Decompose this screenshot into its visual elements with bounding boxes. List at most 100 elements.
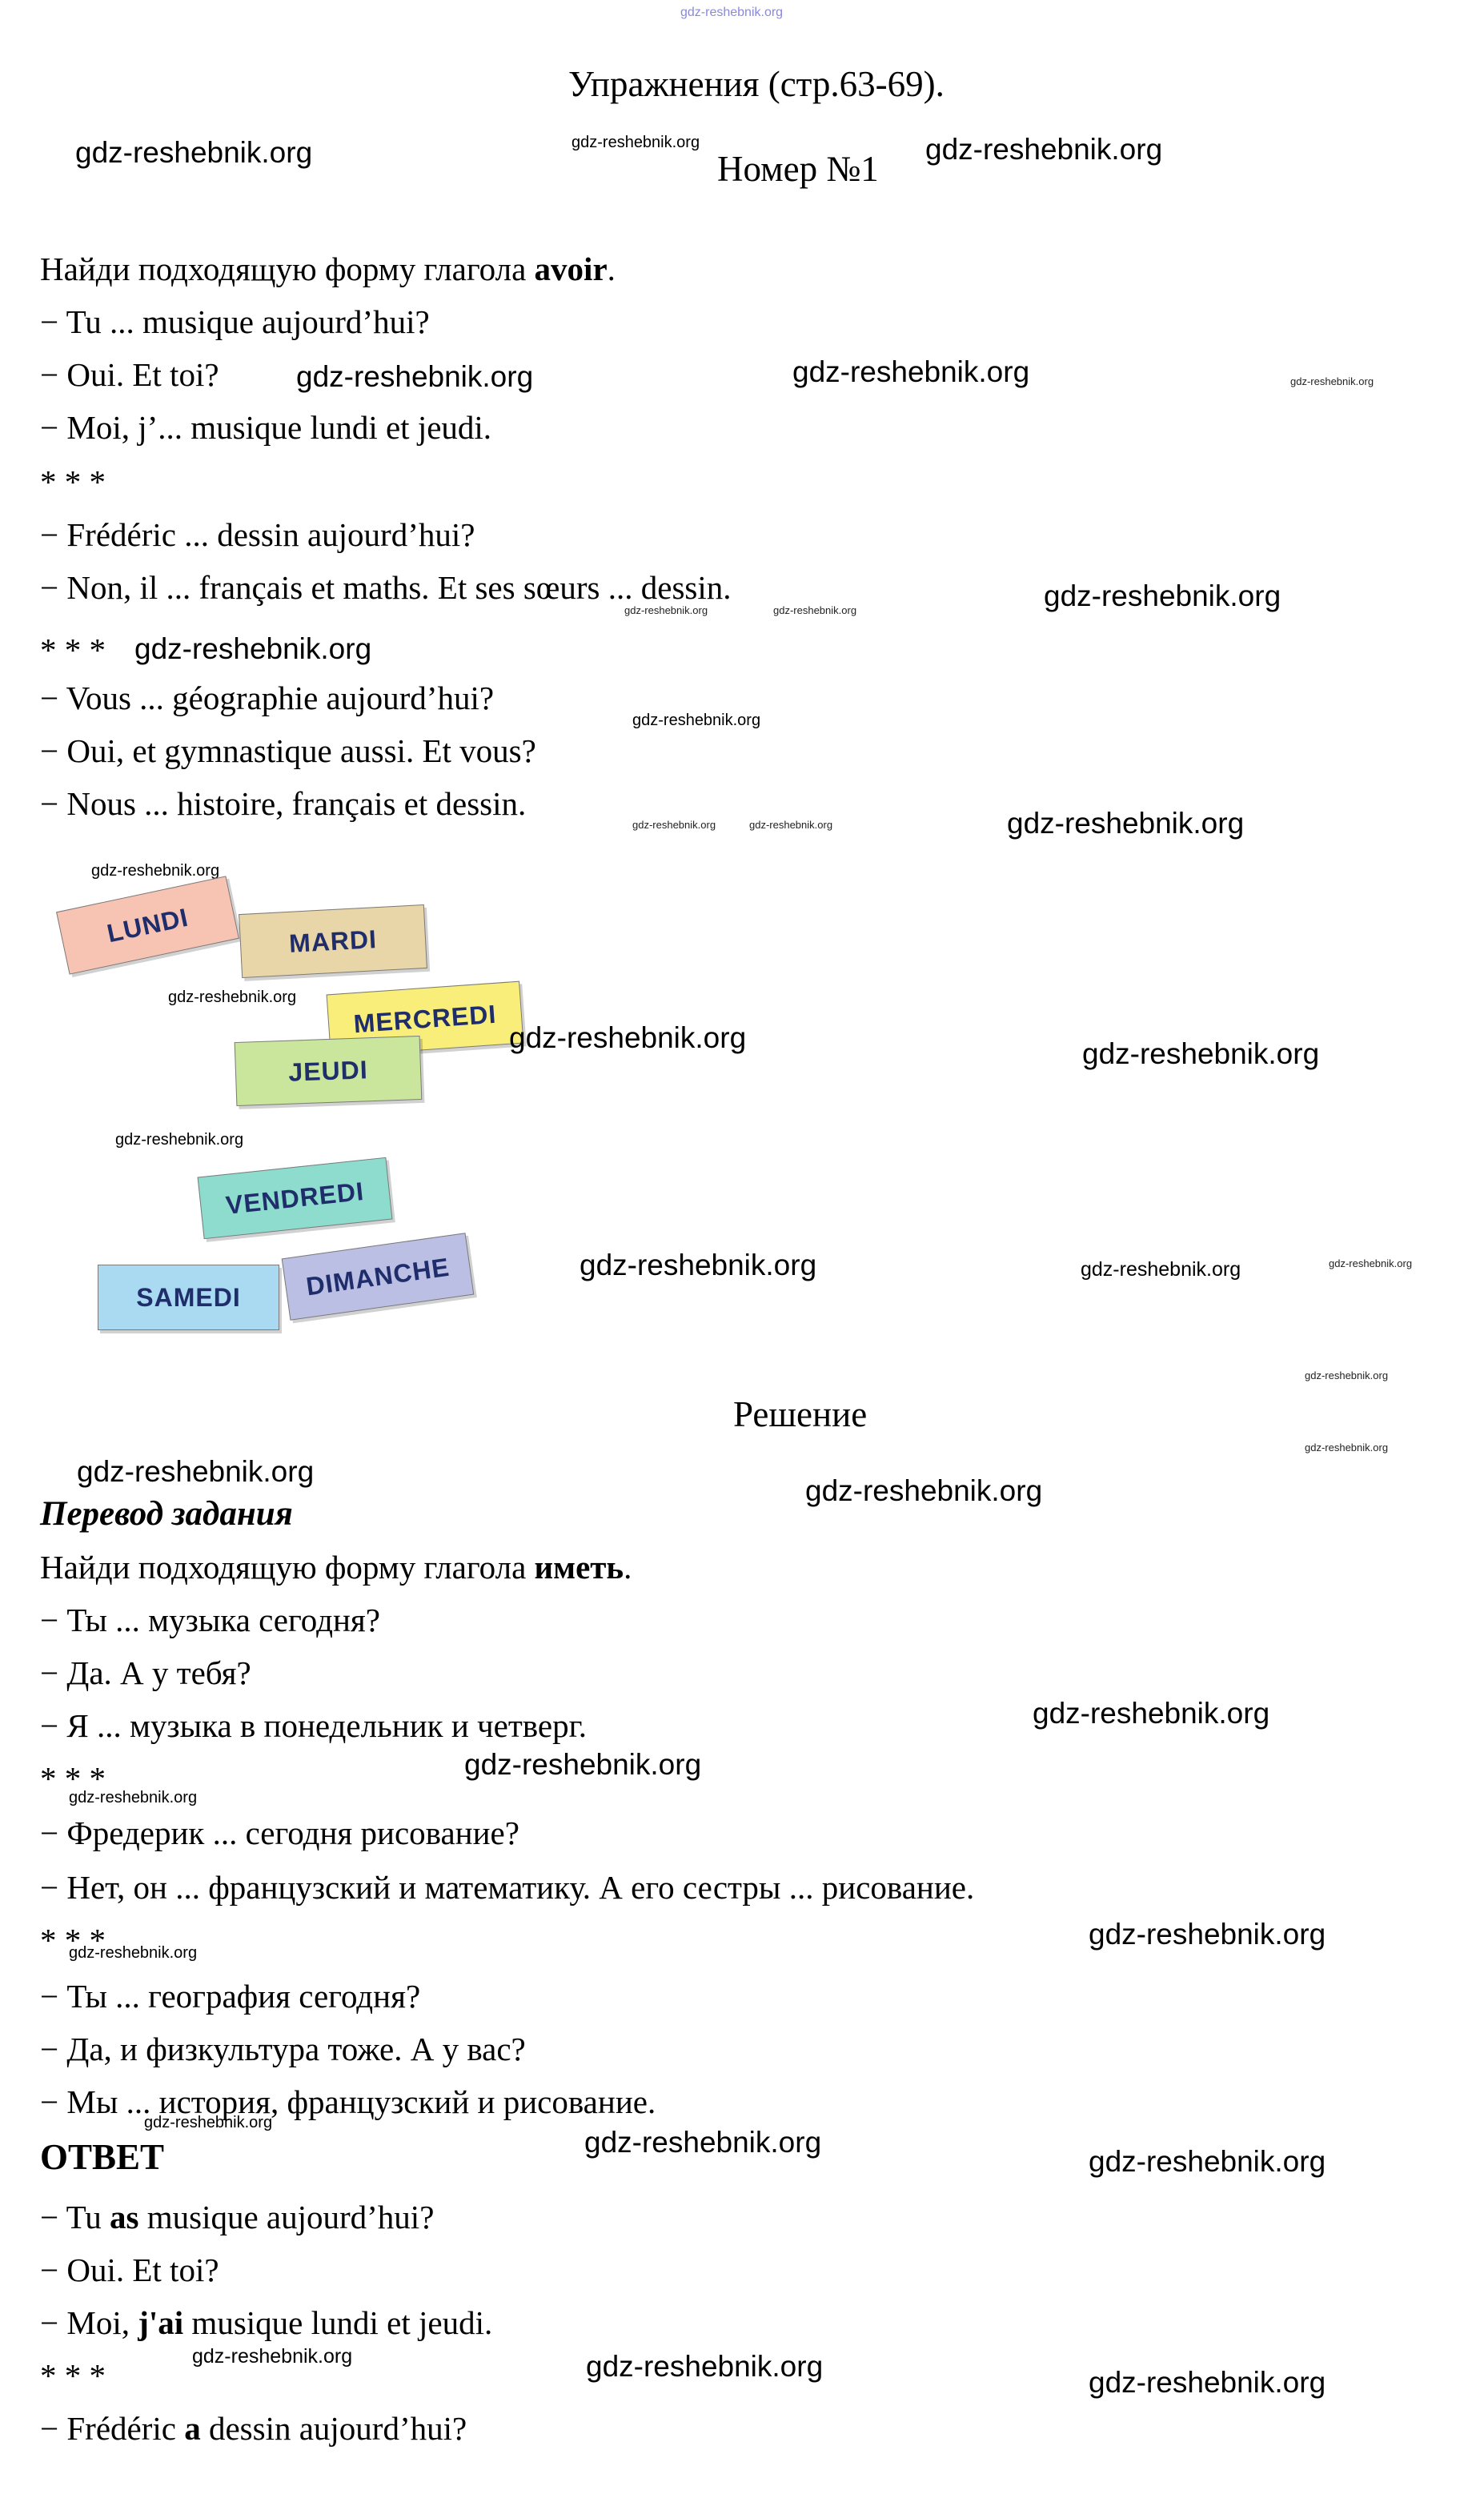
watermark: gdz-reshebnik.org [1033, 1697, 1270, 1730]
task-line: − Oui, et gymnastique aussi. Et vous? [40, 732, 536, 769]
watermark: gdz-reshebnik.org [632, 712, 761, 729]
watermark: gdz-reshebnik.org [586, 2350, 824, 2383]
watermark: gdz-reshebnik.org [749, 819, 833, 831]
watermark: gdz-reshebnik.org [192, 2345, 353, 2368]
watermark: gdz-reshebnik.org [91, 862, 220, 880]
watermark: gdz-reshebnik.org [75, 136, 313, 169]
watermark: gdz-reshebnik.org [792, 355, 1030, 388]
answer-line-text: − Oui. Et toi? [40, 2251, 219, 2288]
task-line: − Vous ... géographie aujourd’hui? [40, 680, 495, 716]
day-card-label: SAMEDI [136, 1282, 241, 1312]
task-line: − Oui. Et toi? [40, 356, 219, 393]
answer-verb-bold: as [110, 2199, 139, 2235]
separator-stars: * * * [40, 2356, 106, 2396]
answer-line: − Tu as musique aujourd’hui? [40, 2198, 434, 2237]
answer-heading: ОТВЕТ [40, 2137, 165, 2177]
translation-intro: Найди подходящую форму глагола иметь. [40, 1548, 632, 1587]
page-title: Упражнения (стр.63-69). [568, 64, 945, 104]
task-line: − Moi, j’... musique lundi et jeudi. [40, 409, 492, 446]
task-line: − Non, il ... français et maths. Et ses … [40, 569, 732, 606]
watermark: gdz-reshebnik.org [1044, 579, 1281, 612]
watermark: gdz-reshebnik.org [572, 134, 700, 151]
watermark: gdz-reshebnik.org [1089, 1918, 1326, 1951]
answer-line-text: musique aujourd’hui? [138, 2199, 435, 2235]
translation-line: − Ты ... география сегодня? [40, 1978, 421, 2015]
watermark: gdz-reshebnik.org [168, 988, 297, 1006]
watermark: gdz-reshebnik.org [1081, 1258, 1241, 1281]
translation-line: − Да, и физкультура тоже. А у вас? [40, 2031, 526, 2067]
watermark: gdz-reshebnik.org [464, 1748, 702, 1781]
separator-stars: * * * [40, 1760, 106, 1797]
task-line: − Nous ... histoire, français et dessin. [40, 785, 527, 822]
translation-line: − Фредерик ... сегодня рисование? [40, 1814, 519, 1851]
day-card-dimanche: DIMANCHE [281, 1233, 475, 1321]
answer-line-text: − Tu [40, 2199, 110, 2235]
watermark: gdz-reshebnik.org [1082, 1037, 1320, 1070]
watermark: gdz-reshebnik.org [69, 1789, 198, 1806]
watermark: gdz-reshebnik.org [115, 1131, 244, 1149]
watermark: gdz-reshebnik.org [1089, 2366, 1326, 2399]
day-card-label: MERCREDI [352, 999, 498, 1038]
separator-stars: * * * [40, 1922, 106, 1959]
answer-line: − Oui. Et toi? [40, 2251, 219, 2290]
day-card-label: LUNDI [104, 902, 191, 948]
day-card-lundi: LUNDI [56, 876, 239, 975]
answer-line: − Moi, j'ai musique lundi et jeudi. [40, 2304, 492, 2343]
day-card-label: MARDI [288, 924, 378, 958]
watermark: gdz-reshebnik.org [296, 360, 534, 393]
day-card-label: JEUDI [287, 1054, 369, 1087]
solution-heading: Решение [733, 1394, 868, 1434]
day-card-jeudi: JEUDI [234, 1035, 423, 1107]
task-intro-text: Найди подходящую форму глагола [40, 251, 535, 287]
translation-intro-text: . [624, 1549, 632, 1586]
translation-heading: Перевод задания [40, 1495, 293, 1533]
translation-line: − Нет, он ... французский и математику. … [40, 1869, 975, 1906]
answer-verb-bold: j'ai [138, 2304, 184, 2341]
exercise-number: Номер №1 [717, 149, 879, 189]
day-card-mardi: MARDI [239, 904, 427, 979]
answer-line-text: musique lundi et jeudi. [183, 2304, 493, 2341]
watermark: gdz-reshebnik.org [1305, 1441, 1389, 1453]
answer-verb-bold: a [184, 2410, 201, 2447]
translation-line: − Мы ... история, французский и рисовани… [40, 2083, 656, 2120]
translation-line: − Да. А у тебя? [40, 1654, 251, 1691]
task-line: − Tu ... musique aujourd’hui? [40, 303, 430, 340]
separator-stars: * * * [40, 463, 106, 500]
watermark: gdz-reshebnik.org [69, 1944, 198, 1962]
watermark: gdz-reshebnik.org [632, 819, 716, 831]
watermark: gdz-reshebnik.org [144, 2114, 273, 2131]
translation-verb-bold: иметь [534, 1549, 624, 1586]
watermark: gdz-reshebnik.org [925, 133, 1163, 166]
day-card-samedi: SAMEDI [98, 1265, 279, 1330]
watermark: gdz-reshebnik.org [134, 632, 372, 665]
day-card-label: DIMANCHE [304, 1252, 451, 1301]
answer-line: − Frédéric a dessin aujourd’hui? [40, 2409, 467, 2448]
answer-line-text: dessin aujourd’hui? [200, 2410, 467, 2447]
watermark: gdz-reshebnik.org [580, 1249, 817, 1281]
answer-line-text: − Moi, [40, 2304, 138, 2341]
translation-line: − Ты ... музыка сегодня? [40, 1602, 380, 1638]
separator-stars: * * * [40, 632, 106, 668]
day-card-vendredi: VENDREDI [197, 1157, 393, 1240]
translation-intro-text: Найди подходящую форму глагола [40, 1549, 535, 1586]
watermark: gdz-reshebnik.org [680, 6, 784, 19]
answer-line-text: − Frédéric [40, 2410, 185, 2447]
day-card-label: VENDREDI [224, 1176, 366, 1220]
watermark: gdz-reshebnik.org [805, 1474, 1043, 1507]
answer-line-text: * * * [40, 2357, 106, 2394]
watermark: gdz-reshebnik.org [77, 1455, 315, 1488]
watermark: gdz-reshebnik.org [773, 604, 857, 616]
task-line: − Frédéric ... dessin aujourd’hui? [40, 516, 475, 553]
translation-line: − Я ... музыка в понедельник и четверг. [40, 1707, 588, 1744]
task-verb-bold: avoir [534, 251, 608, 287]
watermark: gdz-reshebnik.org [584, 2126, 822, 2159]
watermark: gdz-reshebnik.org [1290, 375, 1374, 387]
task-intro-text: . [607, 251, 616, 287]
watermark: gdz-reshebnik.org [1007, 807, 1245, 840]
watermark: gdz-reshebnik.org [624, 604, 708, 616]
watermark: gdz-reshebnik.org [1305, 1369, 1389, 1381]
watermark: gdz-reshebnik.org [1329, 1257, 1413, 1269]
watermark: gdz-reshebnik.org [509, 1021, 747, 1054]
watermark: gdz-reshebnik.org [1089, 2145, 1326, 2178]
